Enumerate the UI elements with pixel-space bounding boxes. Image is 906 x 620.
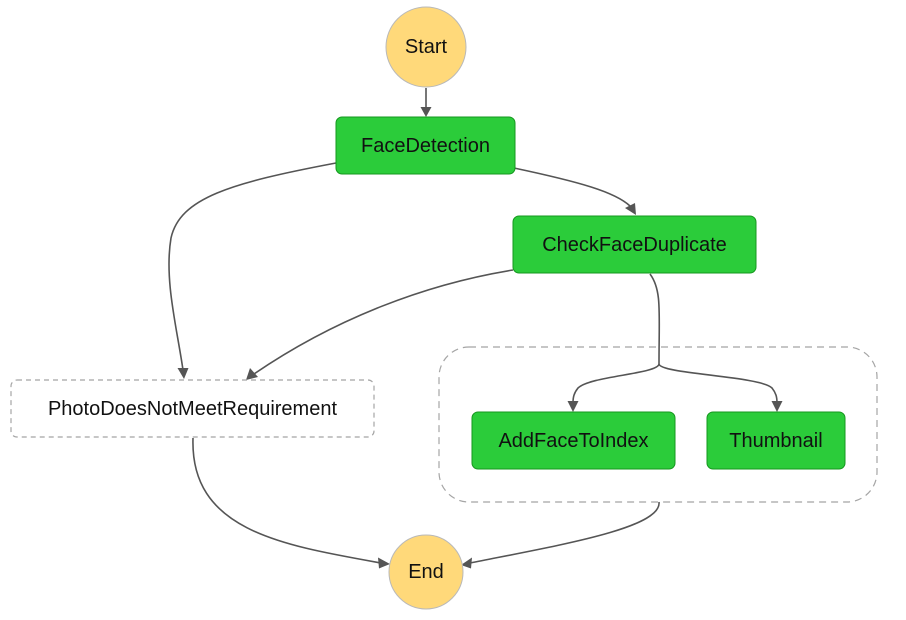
checkfaceduplicate-node[interactable]: CheckFaceDuplicate (512, 215, 757, 274)
arrowhead-facedetection-to-checkfaceduplicate (625, 203, 636, 215)
photodoesnotmeetrequirement-node-box (10, 379, 375, 438)
checkfaceduplicate-node-box (512, 215, 757, 274)
arrowhead-photodoesnotmeetrequirement-to-end (378, 557, 390, 569)
addfacetoindex-node-box (471, 411, 676, 470)
edge-checkfaceduplicate-trunk (649, 273, 661, 365)
start-node[interactable]: Start (385, 6, 467, 88)
end-node[interactable]: End (388, 534, 464, 610)
edge-facedetection-to-photodoesnotmeetrequirement (168, 162, 337, 371)
photodoesnotmeetrequirement-node-label: PhotoDoesNotMeetRequirement (48, 398, 337, 420)
edge-facedetection-to-checkfaceduplicate (513, 167, 631, 207)
arrowhead-trunk-to-addfacetoindex (567, 401, 579, 412)
start-node-circle (385, 6, 467, 88)
addfacetoindex-node-label: AddFaceToIndex (498, 430, 648, 452)
arrowhead-trunk-to-thumbnail (771, 401, 783, 412)
end-node-circle (388, 534, 464, 610)
facedetection-node[interactable]: FaceDetection (335, 116, 516, 175)
checkfaceduplicate-node-label: CheckFaceDuplicate (542, 234, 727, 256)
arrowhead-start-to-facedetection (420, 107, 432, 117)
arrowhead-parallel-to-end (461, 557, 472, 569)
edge-trunk-to-addfacetoindex (572, 363, 660, 404)
facedetection-node-box (335, 116, 516, 175)
thumbnail-node[interactable]: Thumbnail (706, 411, 846, 470)
start-node-label: Start (405, 36, 448, 58)
edge-checkfaceduplicate-to-photodoesnotmeetrequirement (253, 269, 514, 375)
thumbnail-node-box (706, 411, 846, 470)
photodoesnotmeetrequirement-node[interactable]: PhotoDoesNotMeetRequirement (10, 379, 375, 438)
edge-trunk-to-thumbnail (658, 363, 778, 404)
edge-photodoesnotmeetrequirement-to-end (192, 437, 382, 564)
arrowhead-checkfaceduplicate-to-photodoesnotmeetrequirement (246, 368, 258, 380)
arrowhead-facedetection-to-photodoesnotmeetrequirement (177, 368, 189, 379)
end-node-label: End (408, 561, 444, 583)
edge-parallel-to-end (469, 501, 660, 564)
addfacetoindex-node[interactable]: AddFaceToIndex (471, 411, 676, 470)
edges (168, 88, 783, 569)
facedetection-node-label: FaceDetection (361, 135, 490, 157)
thumbnail-node-label: Thumbnail (729, 430, 822, 452)
